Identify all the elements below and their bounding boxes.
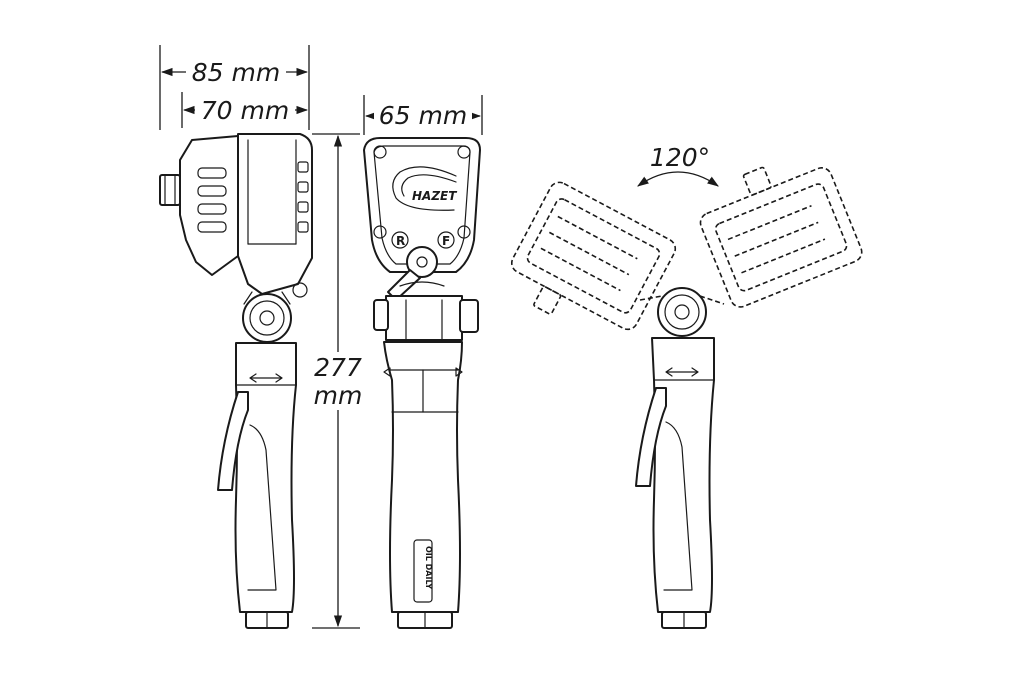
dimension-70mm: 70 mm bbox=[181, 92, 309, 128]
forward-marker: F bbox=[442, 234, 450, 248]
front-view-grip bbox=[383, 341, 463, 613]
front-view-head bbox=[363, 137, 481, 273]
side-view-anvil bbox=[159, 174, 181, 206]
rotation-angle-label: 120° bbox=[650, 143, 710, 172]
side-view-trigger bbox=[217, 391, 249, 491]
oil-notice-plate bbox=[413, 539, 433, 603]
rotated-view bbox=[510, 166, 863, 629]
dimension-label-70mm: 70 mm bbox=[201, 96, 289, 125]
direction-switch bbox=[406, 246, 438, 278]
dimension-277mm: 277 mm bbox=[312, 133, 363, 629]
dimension-label-mm: mm bbox=[314, 381, 363, 410]
tilted-head-right bbox=[699, 166, 863, 308]
side-view-grip bbox=[234, 342, 297, 613]
dimension-label-65mm: 65 mm bbox=[379, 101, 467, 130]
side-view-motor-housing bbox=[237, 133, 313, 295]
dimension-65mm: 65 mm bbox=[363, 95, 483, 135]
rotated-view-trigger bbox=[635, 387, 667, 487]
dimension-85mm: 85 mm bbox=[159, 45, 310, 130]
brand-logo: HAZET bbox=[412, 189, 457, 203]
dimension-label-277: 277 bbox=[314, 353, 362, 382]
side-view bbox=[159, 133, 313, 629]
front-view: HAZET R F OIL DAILY bbox=[363, 137, 481, 629]
tilted-head-left bbox=[510, 181, 677, 331]
side-view-hammer-case bbox=[179, 135, 239, 276]
dimension-label-85mm: 85 mm bbox=[192, 58, 280, 87]
rotation-angle-indicator: 120° bbox=[637, 143, 719, 187]
rotated-view-grip bbox=[651, 337, 715, 613]
reverse-marker: R bbox=[396, 234, 405, 248]
oil-notice-text: OIL DAILY bbox=[424, 546, 433, 589]
front-view-neck bbox=[385, 295, 463, 341]
